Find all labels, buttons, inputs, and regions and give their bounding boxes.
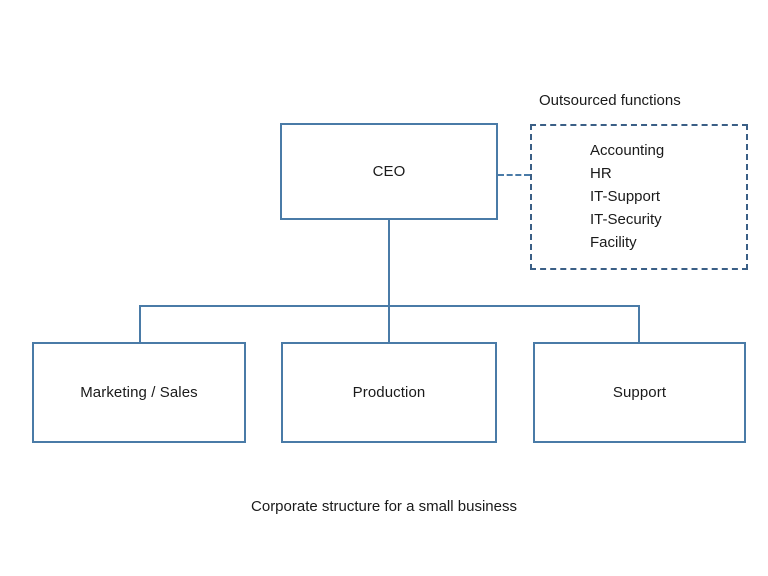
connector-drop-production xyxy=(388,305,390,343)
outsourced-item: Accounting xyxy=(590,142,665,159)
outsourced-item: IT-Support xyxy=(590,188,661,205)
org-node-ceo[interactable]: CEO xyxy=(280,123,498,220)
outsourced-item: Facility xyxy=(590,234,637,251)
outsourced-functions-title: Outsourced functions xyxy=(539,92,681,109)
connector-dashed-outsourced xyxy=(498,174,530,176)
org-node-marketing-sales[interactable]: Marketing / Sales xyxy=(32,342,246,443)
connector-drop-support xyxy=(638,305,640,343)
outsourced-item: HR xyxy=(590,165,612,182)
org-node-ceo-label: CEO xyxy=(372,163,406,180)
org-node-production[interactable]: Production xyxy=(281,342,497,443)
connector-drop-marketing xyxy=(139,305,141,343)
org-node-support[interactable]: Support xyxy=(533,342,746,443)
outsourced-functions-panel[interactable]: Accounting HR IT-Support IT-Security Fac… xyxy=(530,124,748,270)
outsourced-functions-list: Accounting HR IT-Support IT-Security Fac… xyxy=(590,139,664,254)
org-node-support-label: Support xyxy=(612,384,667,401)
outsourced-item: IT-Security xyxy=(590,211,662,228)
org-node-production-label: Production xyxy=(352,384,426,401)
org-node-marketing-sales-label: Marketing / Sales xyxy=(80,384,198,401)
diagram-caption: Corporate structure for a small business xyxy=(251,498,517,515)
connector-ceo-stem xyxy=(388,220,390,307)
